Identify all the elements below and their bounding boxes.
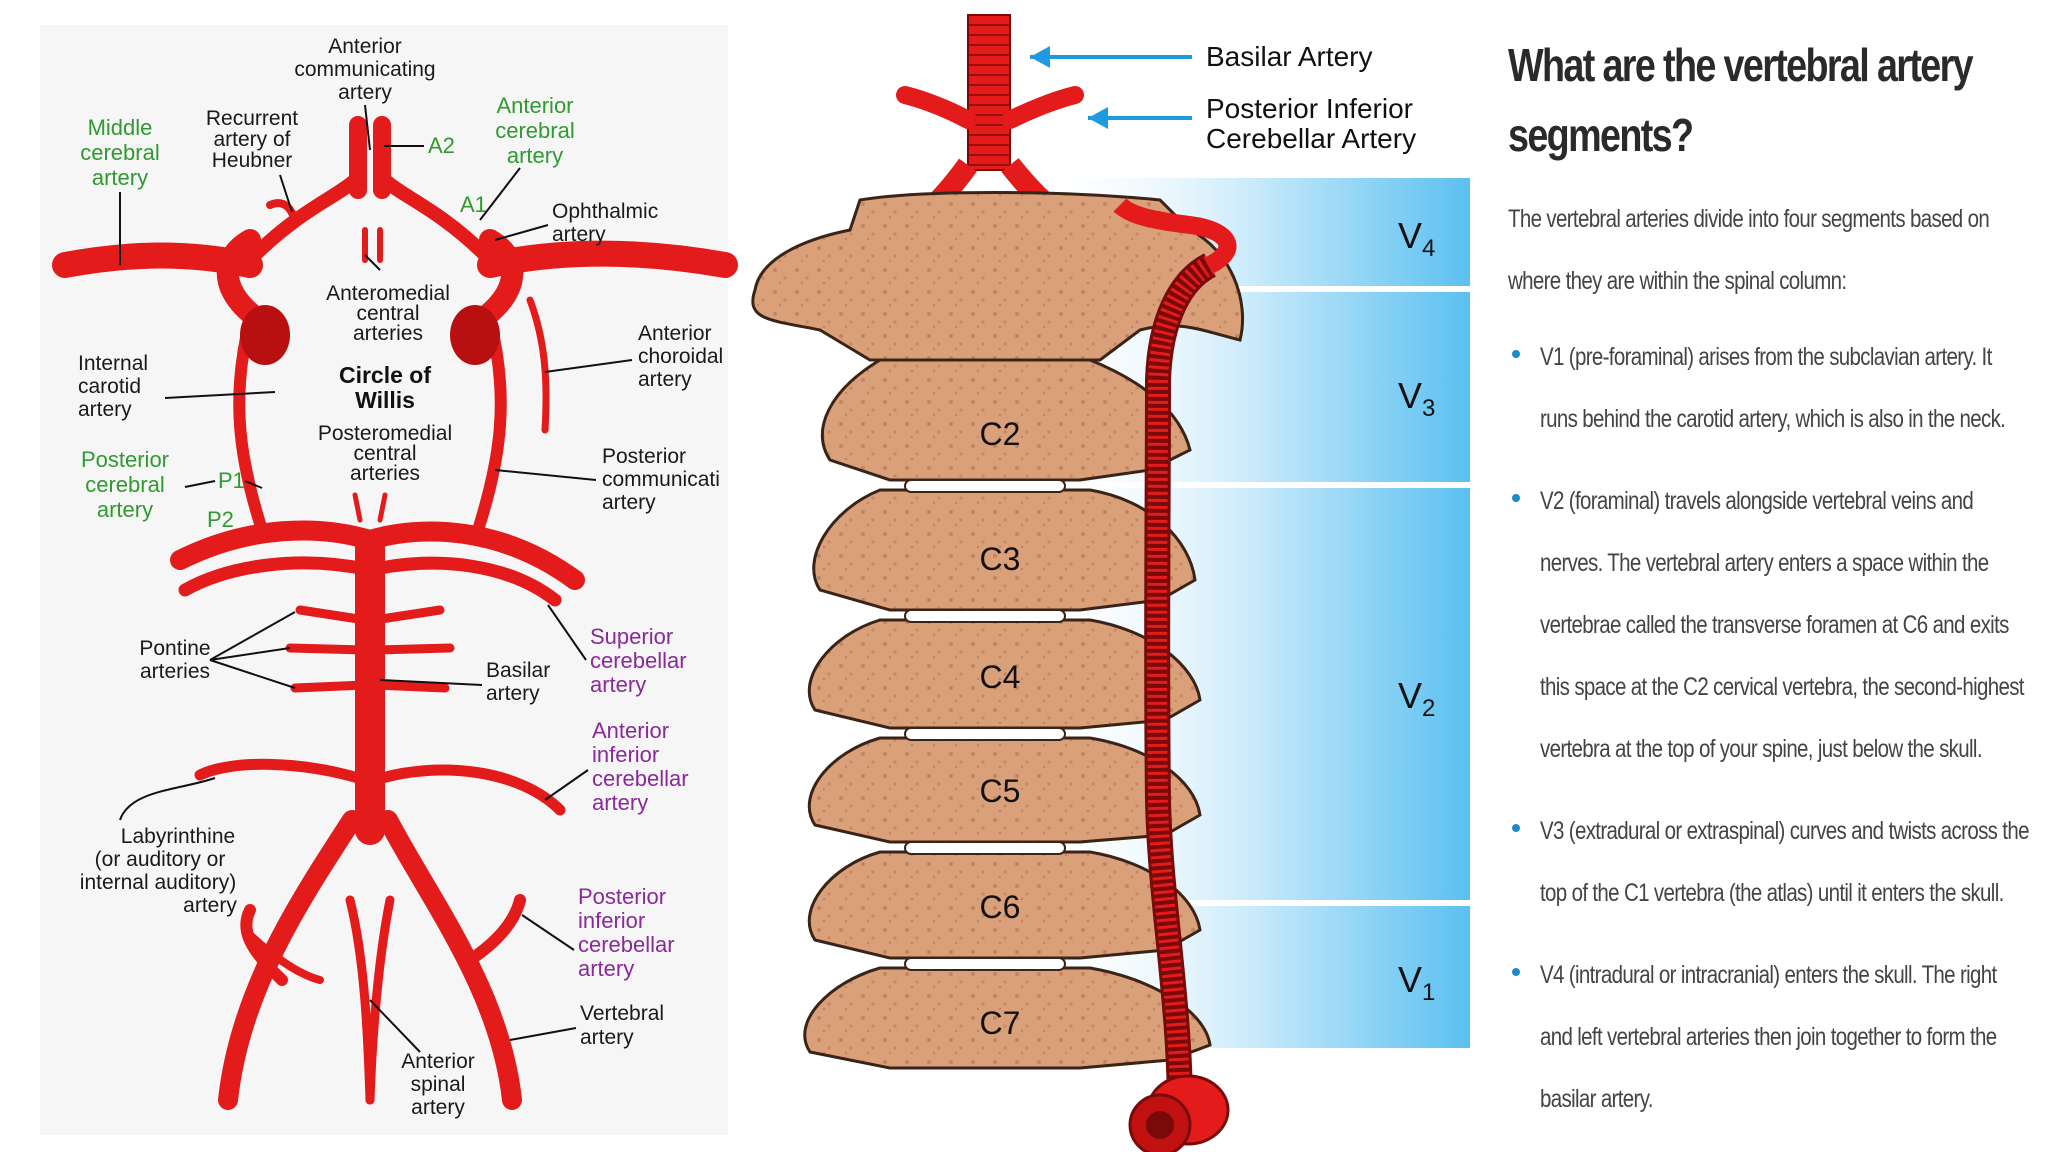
label-p1: P1 — [218, 468, 245, 493]
segment-label-v4: V4 — [1398, 215, 1435, 262]
segment-labels: V4 V3 V2 V1 — [1398, 215, 1435, 1006]
bullet-icon — [1512, 494, 1520, 502]
bullet-icon — [1512, 824, 1520, 832]
bullet-icon — [1512, 350, 1520, 358]
vertebra-c6 — [807, 850, 1202, 960]
vertebral-artery — [1113, 198, 1237, 1152]
list-item: V2 (foraminal) travels alongside vertebr… — [1508, 470, 2028, 780]
vertebra-c3 — [812, 488, 1197, 612]
callout-arrowhead-basilar — [1030, 46, 1050, 68]
list-item: V4 (intradural or intracranial) enters t… — [1508, 944, 2028, 1130]
vertebra-label-c7: C7 — [980, 1005, 1021, 1041]
vertebra-label-c4: C4 — [980, 659, 1021, 695]
vertebrae — [751, 191, 1245, 1070]
list-item-text: V1 (pre-foraminal) arises from the subcl… — [1540, 343, 2006, 433]
willis-pointer-lines — [119, 104, 633, 1053]
callout-arrowhead-pica — [1088, 107, 1108, 129]
segment-label-v1: V1 — [1398, 959, 1435, 1006]
vertebra-c1 — [751, 191, 1245, 362]
bullet-icon — [1512, 968, 1520, 976]
segment-list: V1 (pre-foraminal) arises from the subcl… — [1508, 326, 2029, 1130]
list-item: V1 (pre-foraminal) arises from the subcl… — [1508, 326, 2028, 450]
vertebra-c4 — [807, 618, 1202, 730]
right-carotid-cut — [450, 305, 500, 365]
vertebra-label-c2: C2 — [980, 416, 1021, 452]
vertebra-label-c6: C6 — [980, 889, 1021, 925]
callout-pica-line1: Posterior Inferior — [1206, 93, 1413, 124]
segment-label-v2: V2 — [1398, 675, 1435, 722]
segment-label-v3: V3 — [1398, 375, 1435, 422]
spine-callouts: Basilar Artery Posterior Inferior Cerebe… — [1030, 41, 1416, 154]
cervical-spine-diagram: V4 V3 V2 V1 — [751, 14, 1470, 1152]
vertebra-labels: C2 C3 C4 C5 C6 C7 — [980, 416, 1021, 1041]
list-item-text: V4 (intradural or intracranial) enters t… — [1540, 961, 1997, 1113]
callout-pica-line2: Cerebellar Artery — [1206, 123, 1416, 154]
label-a2: A2 — [428, 133, 455, 158]
vertebra-label-c3: C3 — [980, 541, 1021, 577]
article-title: What are the vertebral artery segments? — [1508, 39, 1974, 161]
label-p2: P2 — [207, 507, 234, 532]
vertebra-label-c5: C5 — [980, 773, 1021, 809]
left-carotid-cut — [240, 305, 290, 365]
vertebra-c7 — [803, 966, 1212, 1070]
willis-arteries — [52, 116, 738, 1110]
list-item-text: V3 (extradural or extraspinal) curves an… — [1540, 817, 2029, 907]
list-item: V3 (extradural or extraspinal) curves an… — [1508, 800, 2029, 924]
callout-basilar-artery: Basilar Artery — [1206, 41, 1373, 72]
list-item-text: V2 (foraminal) travels alongside vertebr… — [1540, 487, 2025, 763]
discs — [904, 479, 1066, 971]
article-panel: What are the vertebral artery segments? … — [1508, 30, 2029, 1150]
label-a1: A1 — [460, 192, 487, 217]
article-intro: The vertebral arteries divide into four … — [1508, 205, 1990, 295]
